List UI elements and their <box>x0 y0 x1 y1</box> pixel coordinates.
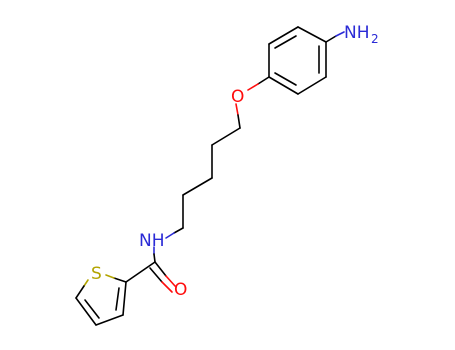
thiophene-bond-s <box>83 279 89 287</box>
ether-oxygen-label: O <box>231 87 244 107</box>
benzene-bond <box>297 76 327 95</box>
carbonyl-bond <box>154 261 167 277</box>
carbonyl-double-bond-o <box>161 281 173 293</box>
thiophene-bond-s <box>105 274 115 279</box>
thiophene-bond <box>122 281 127 316</box>
amide-bond <box>153 253 156 263</box>
carbonyl-oxygen-label: O <box>174 280 187 300</box>
benzene-double-bond <box>274 72 297 86</box>
benzene-ring <box>268 26 327 95</box>
carbonyl-double-bond <box>149 267 163 283</box>
thiophene-bond <box>75 297 97 326</box>
thiophene-bond <box>113 277 127 283</box>
thiophene-bond <box>75 285 85 299</box>
amine-subscript: 2 <box>371 32 379 46</box>
thiophene-double-bond <box>115 287 120 311</box>
aryl-amine-bond <box>325 35 337 43</box>
ether-chain-bond-o <box>235 103 239 116</box>
benzene-double-bond <box>274 35 297 49</box>
chain-bond <box>211 127 241 146</box>
aryl-amine-bond-n <box>335 31 345 37</box>
thiophene-bond <box>95 314 124 326</box>
carbonyl-bond-o <box>165 275 176 287</box>
thiophene-double-bond <box>84 299 100 319</box>
benzene-bond <box>297 26 327 43</box>
benzene-bond <box>268 26 299 45</box>
aryl-ether-bond <box>257 76 270 85</box>
chain-bond <box>182 177 213 196</box>
amine-label: NH <box>344 23 370 43</box>
aryl-ether-bond-o <box>247 83 259 91</box>
chain-amide-bond <box>173 227 184 234</box>
amide-nitrogen-label: NH <box>139 231 165 251</box>
ether-chain-bond <box>237 114 241 129</box>
benzene-bond <box>268 76 299 95</box>
pentyl-chain <box>182 127 241 229</box>
carbonyl-ring-bond <box>125 261 156 283</box>
chain-amide-bond-n <box>165 232 175 239</box>
thiophene-ring <box>75 274 127 326</box>
thiophene-sulfur-label: S <box>91 264 102 284</box>
